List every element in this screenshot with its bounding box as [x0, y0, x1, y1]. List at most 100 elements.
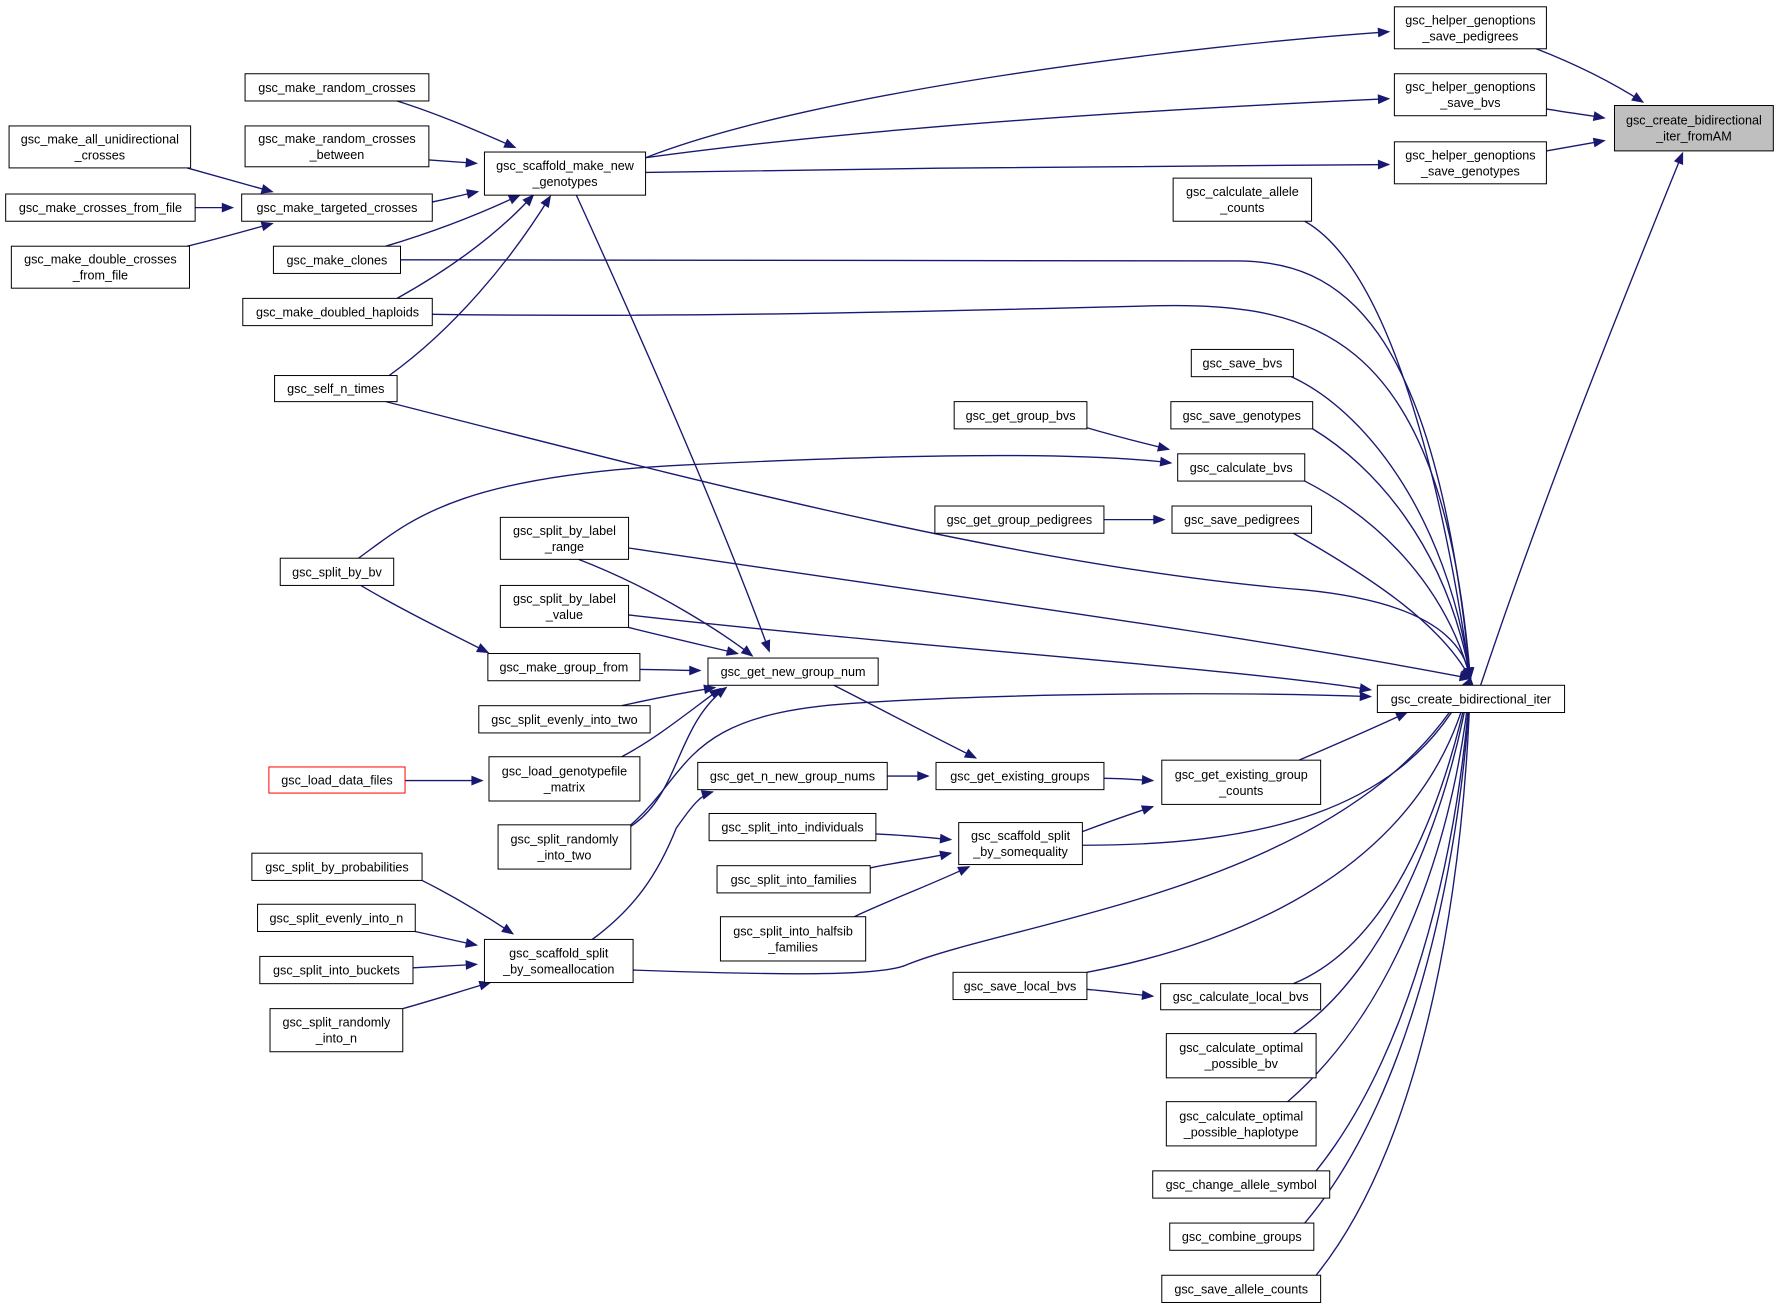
node-mauc[interactable]: gsc_make_all_unidirectional_crosses: [8, 125, 192, 169]
node-box[interactable]: [1165, 1033, 1317, 1079]
node-mdh[interactable]: gsc_make_doubled_haploids: [242, 297, 433, 327]
node-box[interactable]: [241, 193, 433, 222]
node-box[interactable]: [1172, 177, 1313, 222]
node-box[interactable]: [1160, 983, 1322, 1011]
node-box[interactable]: [935, 761, 1105, 791]
node-copb[interactable]: gsc_calculate_optimal_possible_bv: [1165, 1033, 1317, 1079]
node-sib[interactable]: gsc_split_into_buckets: [259, 955, 414, 985]
node-root[interactable]: gsc_create_bidirectional_iter_fromAM: [1613, 105, 1774, 152]
node-seit[interactable]: gsc_split_evenly_into_two: [478, 705, 651, 734]
node-sped[interactable]: gsc_save_pedigrees: [1171, 505, 1313, 534]
node-cas[interactable]: gsc_change_allele_symbol: [1152, 1170, 1331, 1199]
node-box[interactable]: [1613, 105, 1774, 152]
node-snt[interactable]: gsc_self_n_times: [274, 375, 398, 403]
node-box[interactable]: [1393, 6, 1547, 50]
node-box[interactable]: [483, 151, 647, 196]
node-box[interactable]: [1393, 73, 1547, 117]
node-sbv[interactable]: gsc_split_by_bv: [279, 557, 395, 586]
node-slbv[interactable]: gsc_save_local_bvs: [952, 971, 1088, 1001]
node-cg[interactable]: gsc_combine_groups: [1169, 1222, 1315, 1251]
node-sblr[interactable]: gsc_split_by_label_range: [499, 516, 630, 560]
node-coph[interactable]: gsc_calculate_optimal_possible_haplotype: [1165, 1101, 1317, 1147]
node-box[interactable]: [1169, 1222, 1315, 1251]
node-cac[interactable]: gsc_calculate_allele_counts: [1172, 177, 1313, 222]
node-ggp[interactable]: gsc_get_group_pedigrees: [934, 505, 1105, 534]
node-gnngn[interactable]: gsc_get_n_new_group_nums: [697, 761, 888, 791]
node-lgm[interactable]: gsc_load_genotypefile_matrix: [488, 756, 641, 802]
node-box[interactable]: [499, 516, 630, 560]
node-hsg[interactable]: gsc_helper_genoptions_save_genotypes: [1393, 141, 1547, 185]
node-box[interactable]: [488, 756, 641, 802]
node-box[interactable]: [934, 505, 1105, 534]
node-ldf[interactable]: gsc_load_data_files: [268, 766, 406, 794]
node-mtc[interactable]: gsc_make_targeted_crosses: [241, 193, 433, 222]
node-sii[interactable]: gsc_split_into_individuals: [708, 812, 877, 842]
node-ssbq[interactable]: gsc_scaffold_split_by_somequality: [958, 822, 1083, 866]
node-box[interactable]: [478, 705, 651, 734]
node-box[interactable]: [5, 193, 196, 222]
node-box[interactable]: [274, 375, 398, 403]
node-box[interactable]: [244, 73, 430, 102]
node-sbvs[interactable]: gsc_save_bvs: [1190, 348, 1294, 378]
node-sbp[interactable]: gsc_split_by_probabilities: [251, 852, 423, 881]
node-box[interactable]: [708, 812, 877, 842]
node-box[interactable]: [8, 125, 192, 169]
node-box[interactable]: [958, 822, 1083, 866]
node-mcl[interactable]: gsc_make_clones: [272, 245, 402, 274]
node-box[interactable]: [10, 245, 190, 289]
node-box[interactable]: [499, 584, 630, 628]
node-box[interactable]: [487, 653, 641, 682]
node-box[interactable]: [268, 766, 406, 794]
node-box[interactable]: [242, 297, 433, 327]
node-box[interactable]: [707, 657, 879, 686]
node-sif[interactable]: gsc_split_into_families: [716, 865, 871, 894]
node-box[interactable]: [269, 1008, 404, 1053]
node-box[interactable]: [1171, 505, 1313, 534]
node-srin[interactable]: gsc_split_randomly_into_n: [269, 1008, 404, 1053]
node-gngn[interactable]: gsc_get_new_group_num: [707, 657, 879, 686]
node-box[interactable]: [1393, 141, 1547, 185]
node-box[interactable]: [1190, 348, 1294, 378]
node-box[interactable]: [1152, 1170, 1331, 1199]
node-mrcb[interactable]: gsc_make_random_crosses_between: [244, 125, 430, 168]
node-sgen[interactable]: gsc_save_genotypes: [1170, 401, 1314, 430]
node-mcff[interactable]: gsc_make_crosses_from_file: [5, 193, 196, 222]
node-hsb[interactable]: gsc_helper_genoptions_save_bvs: [1393, 73, 1547, 117]
node-box[interactable]: [952, 971, 1088, 1001]
node-mdcf[interactable]: gsc_make_double_crosses_from_file: [10, 245, 190, 289]
node-gegc[interactable]: gsc_get_existing_group_counts: [1161, 759, 1322, 805]
node-box[interactable]: [716, 865, 871, 894]
node-sein[interactable]: gsc_split_evenly_into_n: [257, 903, 416, 932]
node-box[interactable]: [1170, 401, 1314, 430]
node-sblv[interactable]: gsc_split_by_label_value: [499, 584, 630, 628]
node-ggb[interactable]: gsc_get_group_bvs: [953, 401, 1088, 430]
node-box[interactable]: [1376, 684, 1566, 714]
node-box[interactable]: [244, 125, 430, 168]
node-box[interactable]: [259, 955, 414, 985]
node-box[interactable]: [257, 903, 416, 932]
node-sac[interactable]: gsc_save_allele_counts: [1161, 1274, 1322, 1303]
node-clbv[interactable]: gsc_calculate_local_bvs: [1160, 983, 1322, 1011]
node-box[interactable]: [1161, 759, 1322, 805]
node-geg[interactable]: gsc_get_existing_groups: [935, 761, 1105, 791]
node-box[interactable]: [1177, 453, 1306, 482]
node-mrc[interactable]: gsc_make_random_crosses: [244, 73, 430, 102]
node-box[interactable]: [1161, 1274, 1322, 1303]
node-mgf[interactable]: gsc_make_group_from: [487, 653, 641, 682]
node-hsp[interactable]: gsc_helper_genoptions_save_pedigrees: [1393, 6, 1547, 50]
node-box[interactable]: [251, 852, 423, 881]
node-smng[interactable]: gsc_scaffold_make_new_genotypes: [483, 151, 647, 196]
node-box[interactable]: [953, 401, 1088, 430]
node-cbvs[interactable]: gsc_calculate_bvs: [1177, 453, 1306, 482]
node-box[interactable]: [719, 916, 867, 962]
node-box[interactable]: [697, 761, 888, 791]
node-box[interactable]: [1165, 1101, 1317, 1147]
node-srit[interactable]: gsc_split_randomly_into_two: [497, 824, 632, 870]
node-box[interactable]: [497, 824, 632, 870]
node-sihf[interactable]: gsc_split_into_halfsib_families: [719, 916, 867, 962]
node-box[interactable]: [272, 245, 402, 274]
node-box[interactable]: [483, 938, 634, 984]
node-ssba[interactable]: gsc_scaffold_split_by_someallocation: [483, 938, 634, 984]
node-cbi[interactable]: gsc_create_bidirectional_iter: [1376, 684, 1566, 714]
node-box[interactable]: [279, 557, 395, 586]
